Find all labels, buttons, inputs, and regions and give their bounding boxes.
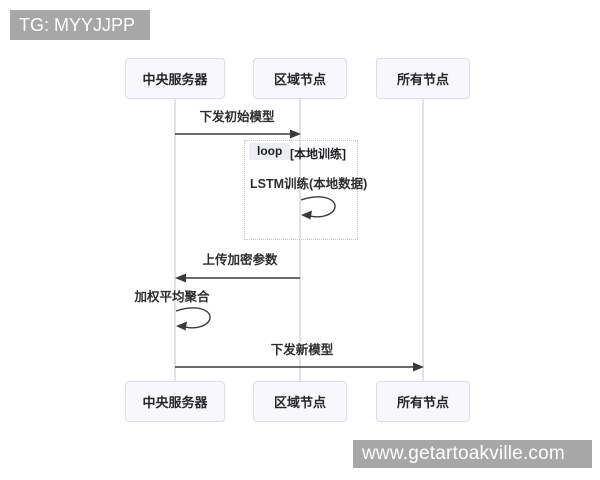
actor-label: 区域节点	[273, 72, 326, 87]
self-arrow-weighted-aggregation	[175, 307, 211, 329]
message-label-weighted-aggregation: 加权平均聚合	[134, 290, 210, 304]
self-arrow-lstm-training	[300, 196, 336, 218]
actor-label: 中央服务器	[142, 72, 208, 87]
message-label-distribute-initial-model: 下发初始模型	[199, 110, 275, 124]
actor-central-server-top: 中央服务器	[125, 58, 225, 99]
loop-keyword-tag: loop	[249, 143, 291, 160]
message-label-upload-encrypted-params: 上传加密参数	[202, 253, 278, 267]
actor-label: 所有节点	[396, 395, 449, 410]
actor-label: 区域节点	[273, 395, 326, 410]
arrowhead-lstm-training	[301, 210, 312, 220]
actor-all-nodes-top: 所有节点	[376, 58, 470, 99]
actor-regional-node-top: 区域节点	[253, 58, 347, 99]
actor-all-nodes-bottom: 所有节点	[376, 381, 470, 422]
arrowhead-distribute-new-model	[413, 362, 424, 372]
actor-regional-node-bottom: 区域节点	[253, 381, 347, 422]
loop-condition-label: [本地训练]	[290, 147, 346, 161]
arrowhead-weighted-aggregation	[176, 321, 187, 331]
actor-label: 所有节点	[396, 72, 449, 87]
message-label-distribute-new-model: 下发新模型	[270, 343, 334, 357]
loop-fragment: loop [本地训练]	[244, 140, 358, 240]
arrowhead-upload-encrypted-params	[175, 273, 186, 283]
watermark-top-left: TG: MYYJJPP	[10, 10, 150, 40]
watermark-bottom-right: www.getartoakville.com	[353, 440, 592, 468]
actor-label: 中央服务器	[142, 395, 208, 410]
message-label-lstm-training: LSTM训练(本地数据)	[250, 177, 368, 191]
actor-central-server-bottom: 中央服务器	[125, 381, 225, 422]
arrowhead-distribute-initial-model	[290, 129, 301, 139]
